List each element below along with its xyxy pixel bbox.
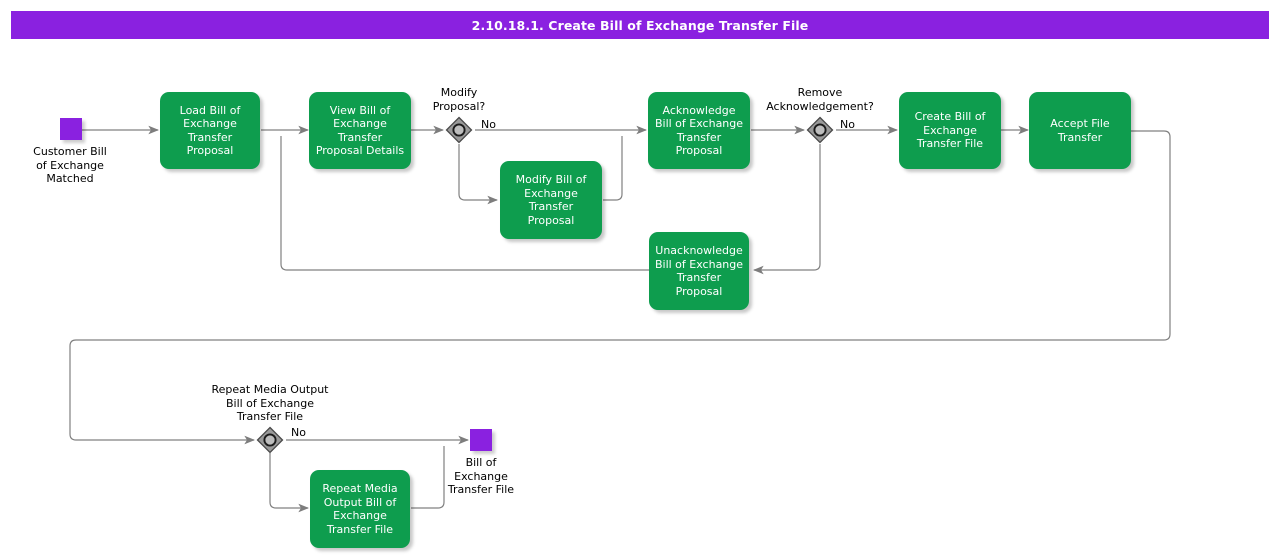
page-title: 2.10.18.1. Create Bill of Exchange Trans… bbox=[471, 17, 809, 33]
task-accept-file-transfer[interactable]: Accept File Transfer bbox=[1029, 92, 1131, 169]
flow-label-modify-no: No bbox=[481, 118, 496, 131]
flow-repeat-task-join bbox=[411, 446, 445, 509]
flow-unacknowledge-back-to-view bbox=[280, 136, 650, 271]
gateway-modify-proposal-label: Modify Proposal? bbox=[432, 86, 486, 113]
flow-remove-yes-to-unacknowledge bbox=[752, 144, 821, 275]
start-event-customer-bill-matched[interactable] bbox=[60, 118, 82, 140]
flow-modify-yes-to-task bbox=[458, 144, 499, 205]
gateway-remove-acknowledgement[interactable] bbox=[806, 116, 834, 144]
end-event-bill-of-exchange-transfer-file[interactable] bbox=[470, 429, 492, 451]
task-create-bill-of-exchange-transfer-file[interactable]: Create Bill of Exchange Transfer File bbox=[899, 92, 1001, 169]
task-modify-bill-of-exchange-transfer-proposal[interactable]: Modify Bill of Exchange Transfer Proposa… bbox=[500, 161, 602, 239]
end-event-label: Bill of Exchange Transfer File bbox=[447, 456, 515, 496]
gateway-repeat-media-output-label: Repeat Media Output Bill of Exchange Tra… bbox=[211, 383, 329, 423]
flow-label-repeat-media-output-no: No bbox=[291, 426, 306, 439]
page-title-bar: 2.10.18.1. Create Bill of Exchange Trans… bbox=[11, 11, 1269, 39]
flow-label-remove-acknowledgement-no: No bbox=[840, 118, 855, 131]
flow-repeat-yes-to-task bbox=[269, 453, 310, 513]
gateway-remove-acknowledgement-label: Remove Acknowledgement? bbox=[766, 86, 874, 113]
task-repeat-media-output-bill-of-exchange-transfer-file[interactable]: Repeat Media Output Bill of Exchange Tra… bbox=[310, 470, 410, 548]
task-acknowledge-bill-of-exchange-transfer-proposal[interactable]: Acknowledge Bill of Exchange Transfer Pr… bbox=[648, 92, 750, 169]
task-load-bill-of-exchange-transfer-proposal[interactable]: Load Bill of Exchange Transfer Proposal bbox=[160, 92, 260, 169]
task-view-bill-of-exchange-transfer-proposal-details[interactable]: View Bill of Exchange Transfer Proposal … bbox=[309, 92, 411, 169]
flow-accept-loop-to-repeat-gateway bbox=[69, 130, 1171, 445]
flow-modify-task-join bbox=[603, 136, 623, 201]
gateway-modify-proposal[interactable] bbox=[445, 116, 473, 144]
task-unacknowledge-bill-of-exchange-transfer-proposal[interactable]: Unacknowledge Bill of Exchange Transfer … bbox=[649, 232, 749, 310]
start-event-label: Customer Bill of Exchange Matched bbox=[33, 145, 107, 185]
gateway-repeat-media-output[interactable] bbox=[256, 426, 284, 454]
